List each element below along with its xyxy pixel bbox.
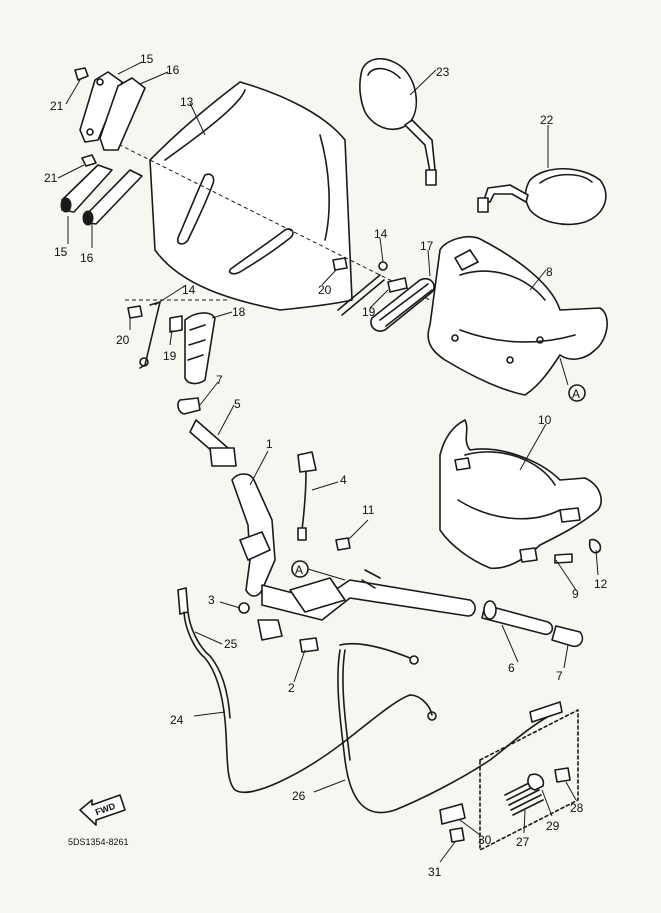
callout-31: 31 (428, 865, 442, 879)
callout-2: 2 (288, 681, 295, 695)
callout-1: 1 (266, 437, 273, 451)
callout-16-upper: 16 (166, 63, 180, 77)
callout-5: 5 (234, 397, 241, 411)
callout-25: 25 (224, 637, 238, 651)
throttle-cable (177, 587, 437, 794)
callout-30: 30 (478, 833, 492, 847)
damper-bracket-right (332, 257, 435, 332)
callout-leaders (57, 61, 599, 863)
callout-22: 22 (540, 113, 554, 127)
front-panel (427, 235, 608, 396)
callout-29: 29 (546, 819, 560, 833)
callout-7-lower: 7 (556, 669, 563, 683)
callout-9: 9 (572, 587, 579, 601)
diagram-code: 5DS1354-8261 (68, 837, 129, 847)
callout-19-left: 19 (163, 349, 177, 363)
callout-27: 27 (516, 835, 530, 849)
callout-10: 10 (538, 413, 552, 427)
callout-21-lower: 21 (44, 171, 58, 185)
reference-marker-a-handlebar: A (291, 560, 346, 581)
callout-8: 8 (546, 265, 553, 279)
windscreen (99, 81, 431, 311)
handlebar-assembly (177, 397, 584, 653)
callout-7-upper: 7 (216, 373, 223, 387)
marker-a-label-2: A (295, 563, 303, 577)
callout-28: 28 (570, 801, 584, 815)
switch-wire (297, 451, 317, 541)
garnish-plate-lower (60, 154, 143, 226)
marker-a-label-1: A (572, 387, 580, 401)
callout-4: 4 (340, 473, 347, 487)
callout-numbers: 15 16 21 13 21 15 16 14 20 19 18 7 5 1 4… (44, 52, 608, 879)
callout-15-upper: 15 (140, 52, 154, 66)
callout-19-right: 19 (362, 305, 376, 319)
mirror-right (477, 167, 607, 226)
callout-18: 18 (232, 305, 246, 319)
callout-26: 26 (292, 789, 306, 803)
callout-20-right: 20 (318, 283, 332, 297)
forward-direction-arrow: FWD (79, 794, 126, 826)
cable-adjuster-detail (439, 709, 579, 851)
callout-24: 24 (170, 713, 184, 727)
callout-16-lower: 16 (80, 251, 94, 265)
callout-17: 17 (420, 239, 434, 253)
callout-21-upper: 21 (50, 99, 64, 113)
clutch-cable (337, 649, 563, 814)
callout-11: 11 (362, 503, 375, 517)
callout-23: 23 (436, 65, 450, 79)
callout-14-right: 14 (374, 227, 388, 241)
reference-marker-a-front-panel: A (568, 384, 586, 402)
callout-6: 6 (508, 661, 515, 675)
damper-bracket-left (125, 299, 228, 385)
headlight-cover (439, 419, 602, 570)
mirror-left (359, 57, 437, 186)
callout-12: 12 (594, 577, 608, 591)
callout-14-left: 14 (182, 283, 196, 297)
callout-3: 3 (208, 593, 215, 607)
callout-15-lower: 15 (54, 245, 68, 259)
garnish-plate-upper (74, 67, 146, 151)
callout-20-left: 20 (116, 333, 130, 347)
callout-13: 13 (180, 95, 194, 109)
